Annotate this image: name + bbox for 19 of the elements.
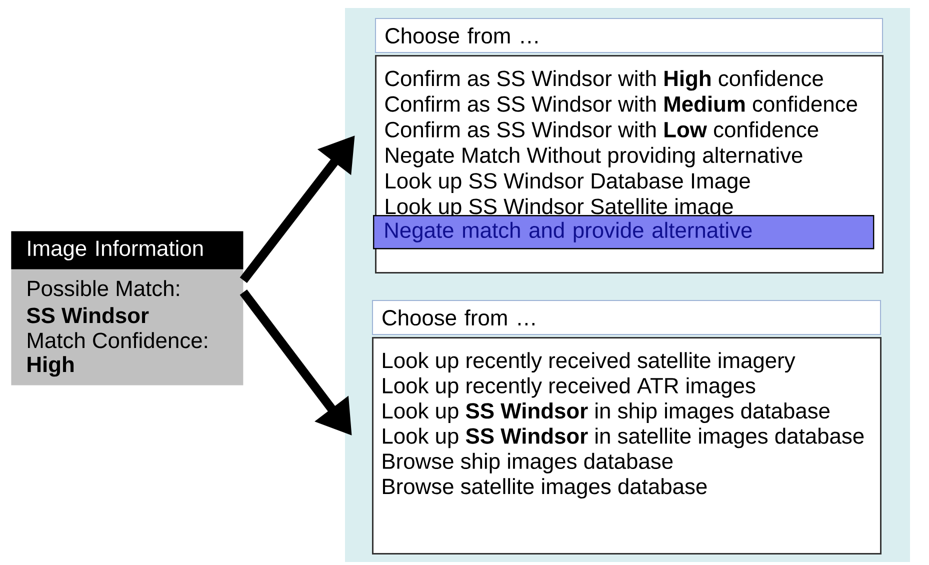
info-text: SS Windsor xyxy=(26,307,149,324)
dropdown-header: Choose from … xyxy=(375,18,883,53)
selected-item: Negate match and provide alternative xyxy=(373,215,874,250)
info-text: Match Confidence: xyxy=(28,332,207,348)
panel-header: Image Information xyxy=(11,231,244,270)
menu-item: Look up SS Windsor in ship images database xyxy=(383,402,830,423)
menu-item: Look up recently received satellite imagery xyxy=(383,352,796,373)
menu-item: Browse satellite images database xyxy=(383,478,707,499)
menu-item: Look up recently received ATR images xyxy=(383,377,756,398)
menu-item: Look up SS Windsor in satellite images database xyxy=(383,428,864,448)
menu-item: Confirm as SS Windsor with High confidence xyxy=(385,70,823,91)
dropdown-header: Choose from … xyxy=(372,300,881,335)
menu-item: Look up SS Windsor Database Image xyxy=(386,172,750,193)
menu-item: Browse ship images database xyxy=(383,452,673,474)
menu-item: Confirm as SS Windsor with Medium confidence xyxy=(385,96,858,112)
info-text: Possible Match: xyxy=(28,280,179,296)
menu-item: Confirm as SS Windsor with Low confidence xyxy=(385,121,818,138)
info-text: High xyxy=(28,356,74,377)
menu-item: Negate Match Without providing alternative xyxy=(386,146,802,168)
